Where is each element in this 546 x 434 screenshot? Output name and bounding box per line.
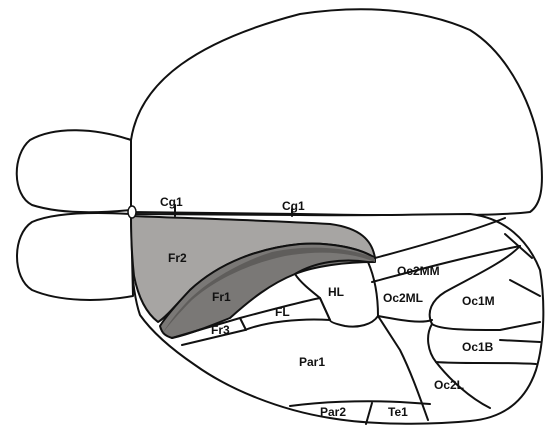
label-fr2: Fr2 [168,251,187,265]
label-fl: FL [275,305,290,319]
label-hl: HL [328,285,344,299]
label-fr1: Fr1 [212,290,231,304]
label-par1: Par1 [299,355,325,369]
label-oc1b: Oc1B [462,340,494,354]
label-fr3: Fr3 [211,323,230,337]
label-te1: Te1 [388,405,408,419]
lower-olfactory-bulb [17,213,133,300]
label-oc1m: Oc1M [462,294,495,308]
label-cg1-right: Cg1 [282,199,305,213]
label-par2: Par2 [320,405,346,419]
upper-olfactory-bulb [17,130,131,212]
label-cg1-left: Cg1 [160,195,183,209]
label-oc2ml: Oc2ML [383,291,423,305]
upper-hemisphere [130,9,542,215]
label-oc2l: Oc2L [434,378,464,392]
bregma-marker [128,206,136,218]
label-oc2mm: Oc2MM [397,264,440,278]
